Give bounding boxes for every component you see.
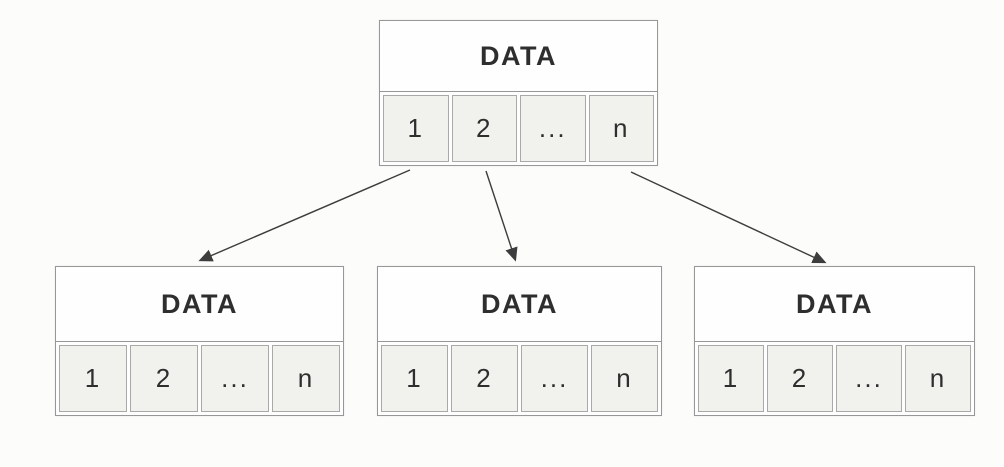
node-title: DATA	[695, 267, 974, 341]
node-root: DATA 1 2 ... n	[379, 20, 658, 166]
cell-n: n	[591, 345, 658, 412]
node-child-1: DATA 1 2 ... n	[55, 266, 344, 416]
edge-root-to-child-3	[630, 171, 827, 264]
cell-2: 2	[767, 345, 833, 412]
cell-2: 2	[130, 345, 198, 412]
cell-ellipsis: ...	[836, 345, 902, 412]
node-cells-row: 1 2 ... n	[695, 341, 974, 415]
cell-ellipsis: ...	[201, 345, 269, 412]
node-cells-row: 1 2 ... n	[56, 341, 343, 415]
node-title: DATA	[378, 267, 661, 341]
edge-root-to-child-1	[198, 169, 411, 262]
cell-1: 1	[381, 345, 448, 412]
cell-2: 2	[451, 345, 518, 412]
cell-1: 1	[59, 345, 127, 412]
edge-root-to-child-2	[485, 170, 518, 262]
cell-n: n	[905, 345, 971, 412]
node-child-3: DATA 1 2 ... n	[694, 266, 975, 416]
node-title: DATA	[56, 267, 343, 341]
node-child-2: DATA 1 2 ... n	[377, 266, 662, 416]
cell-ellipsis: ...	[520, 95, 586, 162]
cell-1: 1	[698, 345, 764, 412]
cell-ellipsis: ...	[521, 345, 588, 412]
cell-n: n	[272, 345, 340, 412]
node-cells-row: 1 2 ... n	[378, 341, 661, 415]
node-cells-row: 1 2 ... n	[380, 91, 657, 165]
cell-n: n	[588, 95, 654, 162]
node-title: DATA	[380, 21, 657, 91]
cell-1: 1	[383, 95, 449, 162]
cell-2: 2	[451, 95, 517, 162]
